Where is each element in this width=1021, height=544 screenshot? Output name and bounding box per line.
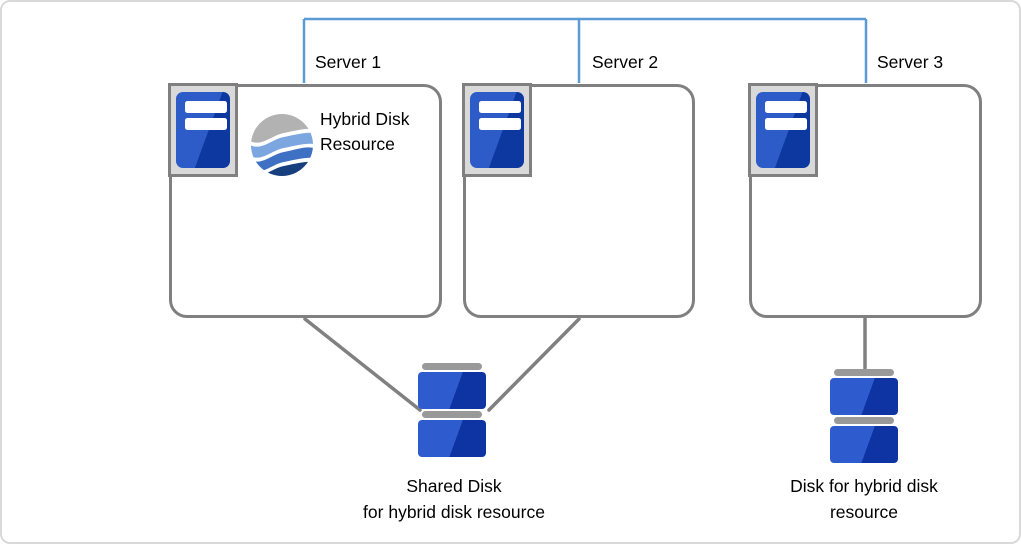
server2-icon [462, 83, 532, 177]
server-tower-icon [756, 92, 810, 168]
server1-shared-disk-line [303, 317, 422, 412]
interconnect-bus [302, 17, 868, 83]
server3-icon [748, 83, 818, 177]
caption-line: Disk for hybrid disk [790, 476, 938, 496]
caption-line: resource [829, 502, 899, 522]
server2-shared-disk-line [487, 317, 581, 412]
hybrid-disk-caption: Disk for hybrid disk resource [734, 473, 994, 525]
server2-label: Server 2 [592, 52, 659, 72]
disk-cap-icon [422, 411, 482, 418]
server-slot-icon [479, 118, 521, 130]
caption-line: Shared Disk [406, 476, 502, 496]
disk-platter-icon [830, 378, 898, 415]
hybrid-disk-resource-icon [251, 114, 313, 176]
server-tower-icon [470, 92, 524, 168]
hybrid-disk-resource-label: Hybrid Disk Resource [320, 109, 410, 154]
server-slot-icon [185, 118, 227, 130]
server-slot-icon [479, 101, 521, 113]
shared-disk-icon [418, 363, 486, 459]
server-slot-icon [765, 118, 807, 130]
server-slot-icon [185, 101, 227, 113]
hybrid-disk-icon [830, 369, 898, 465]
server1-icon [168, 83, 238, 177]
disk-connections [303, 317, 867, 412]
server1-label: Server 1 [315, 52, 382, 72]
shared-disk-caption: Shared Disk for hybrid disk resource [294, 473, 614, 525]
caption-line: for hybrid disk resource [363, 502, 545, 522]
disk-cap-icon [422, 363, 482, 370]
server-tower-icon [176, 92, 230, 168]
server-slot-icon [765, 101, 807, 113]
disk-cap-icon [834, 417, 894, 424]
disk-cap-icon [834, 369, 894, 376]
disk-platter-icon [418, 372, 486, 409]
disk-platter-icon [830, 426, 898, 463]
disk-platter-icon [418, 420, 486, 457]
server3-label: Server 3 [877, 52, 944, 72]
server1-box [169, 84, 442, 318]
